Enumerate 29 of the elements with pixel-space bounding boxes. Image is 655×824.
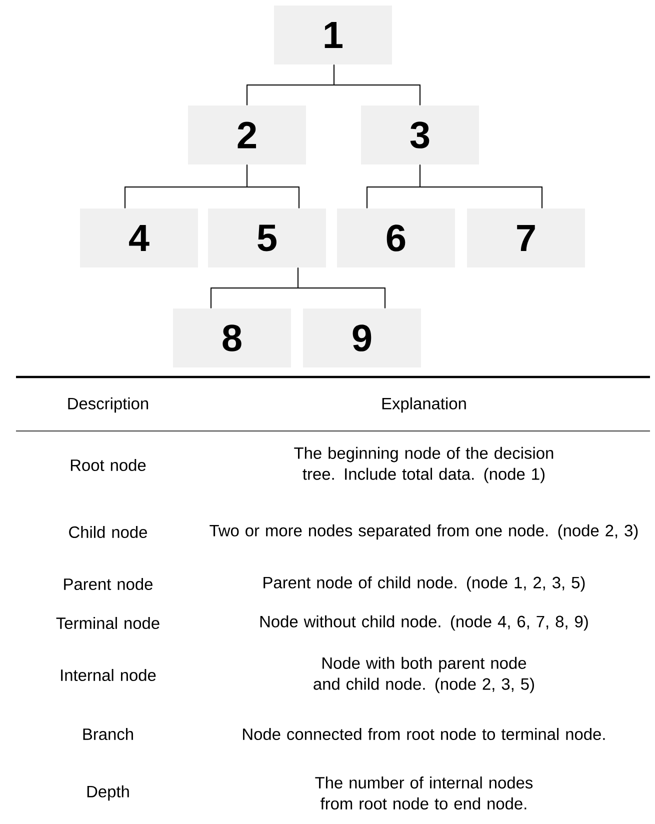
connector-line [246,164,300,209]
table-header: Explanation [382,397,466,413]
table-cell: Node with both parent node and child node. (node 2, 3, 5) [314,656,534,694]
table-cell: Internal node [61,668,156,682]
table-cell: Depth [87,785,129,801]
tree-node-box: 3 [361,106,479,164]
table-cell: Node connected from root node to terminal node. [243,728,605,740]
tree-node-box: 8 [173,308,291,368]
table-header: Description [68,397,148,413]
table-cell: Terminal node [56,616,160,630]
table-cell: The number of internal nodes from root node to end node. [315,776,533,810]
table-cell: Parent node [64,578,152,590]
table-cell: Parent node of child node. (node 1, 2, 3, 5) [264,576,585,592]
tree-node-box: 4 [80,208,198,268]
table-cell: The beginning node of the decision tree. Include total data. (node 1) [294,446,554,484]
connector-line [420,164,542,209]
table-cell: Two or more nodes separated from one node. (node 2, 3) [210,524,638,540]
tree-node-box: 1 [274,6,392,64]
tree-node-box: 5 [208,208,326,268]
table-cell: Root node [70,458,146,472]
connector-line [298,267,386,309]
table-cell: Child node [69,526,147,538]
tree-node-box: 6 [337,208,455,268]
connector-line [334,64,420,106]
tree-node-box: 7 [467,208,585,268]
table-cell: Node without child node. (node 4, 6, 7, 8, 9) [260,615,588,631]
tree-node-box: 2 [188,106,306,164]
table-cell: Branch [83,728,133,740]
tree-node-box: 9 [303,308,421,368]
